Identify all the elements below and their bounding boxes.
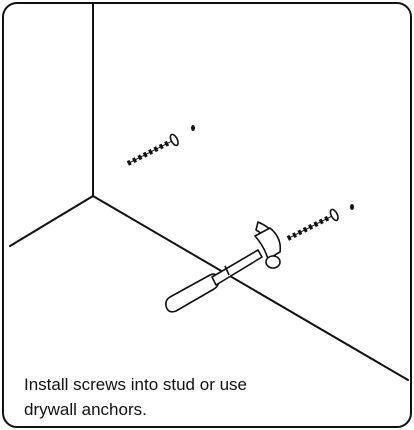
caption: Install screws into stud or use drywall … bbox=[24, 372, 354, 422]
pilot-hole-icon bbox=[191, 125, 354, 210]
screw-icon bbox=[126, 133, 179, 166]
screw-icon bbox=[286, 208, 339, 241]
floor-edge-left bbox=[9, 195, 94, 247]
caption-line-1: Install screws into stud or use bbox=[24, 375, 247, 394]
hammer-icon bbox=[165, 221, 282, 313]
caption-line-2: drywall anchors. bbox=[24, 400, 147, 419]
floor-edge-right bbox=[92, 195, 409, 381]
room-corner-lines bbox=[9, 3, 409, 381]
